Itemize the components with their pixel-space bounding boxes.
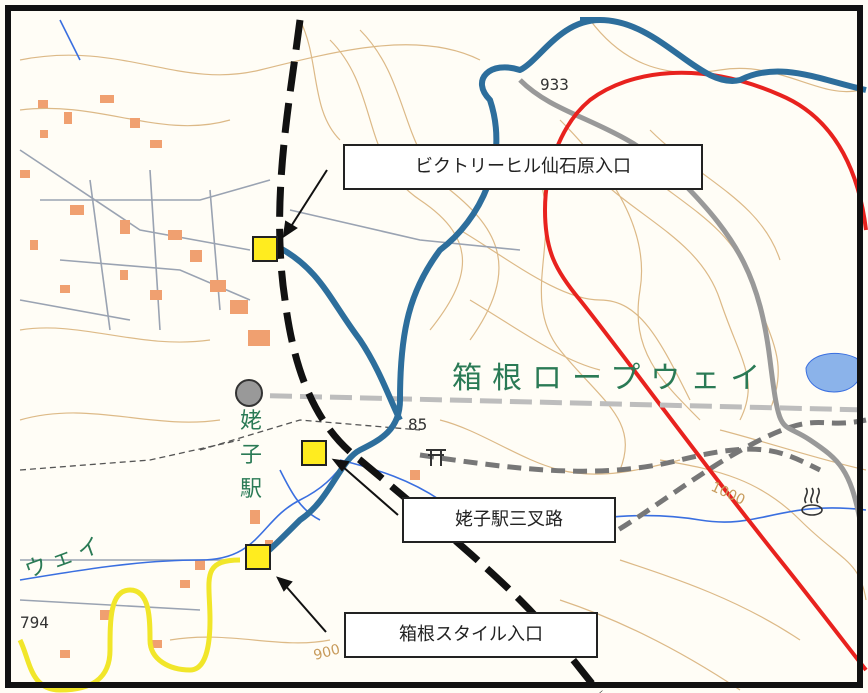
station-label-2: 子	[240, 443, 262, 468]
streets	[19, 149, 521, 611]
contour-label-900: 900	[312, 641, 342, 663]
elevation-station: 85	[408, 415, 427, 434]
ropeway-line	[239, 392, 867, 413]
marker-victory-hill[interactable]	[252, 236, 278, 262]
yellow-road	[17, 557, 241, 693]
callout-hakone-style: 箱根スタイル入口	[344, 612, 598, 658]
map-frame	[5, 5, 863, 688]
buildings	[20, 95, 420, 658]
callout-victory-hill-label: ビクトリーヒル仙石原入口	[415, 156, 631, 177]
thin-trails	[19, 419, 421, 471]
callout-ubako-junction-label: 姥子駅三叉路	[455, 509, 563, 530]
callout-victory-hill: ビクトリーヒル仙石原入口	[343, 144, 703, 190]
hot-spring-icon	[801, 487, 823, 516]
pond	[805, 352, 862, 393]
marker-ubako-junction[interactable]	[301, 440, 327, 466]
marker-hakone-style[interactable]	[245, 544, 271, 570]
dashed-trails	[419, 417, 867, 543]
shrine-gate-icon	[426, 449, 446, 466]
route-blue-branch	[278, 245, 403, 422]
station-label-3: 駅	[240, 477, 262, 502]
gray-road	[518, 78, 863, 521]
callout-arrows	[276, 169, 399, 633]
callout-hakone-style-label: 箱根スタイル入口	[399, 624, 543, 645]
boundary-line	[542, 70, 868, 672]
callout-ubako-junction: 姥子駅三叉路	[402, 497, 616, 543]
ropeway-label: 箱根ロープウェイ	[452, 361, 770, 396]
station-marker	[235, 379, 263, 407]
station-label-1: 姥	[240, 409, 262, 434]
elevation-southwest: 794	[20, 613, 49, 632]
elevation-north: 933	[540, 75, 569, 94]
